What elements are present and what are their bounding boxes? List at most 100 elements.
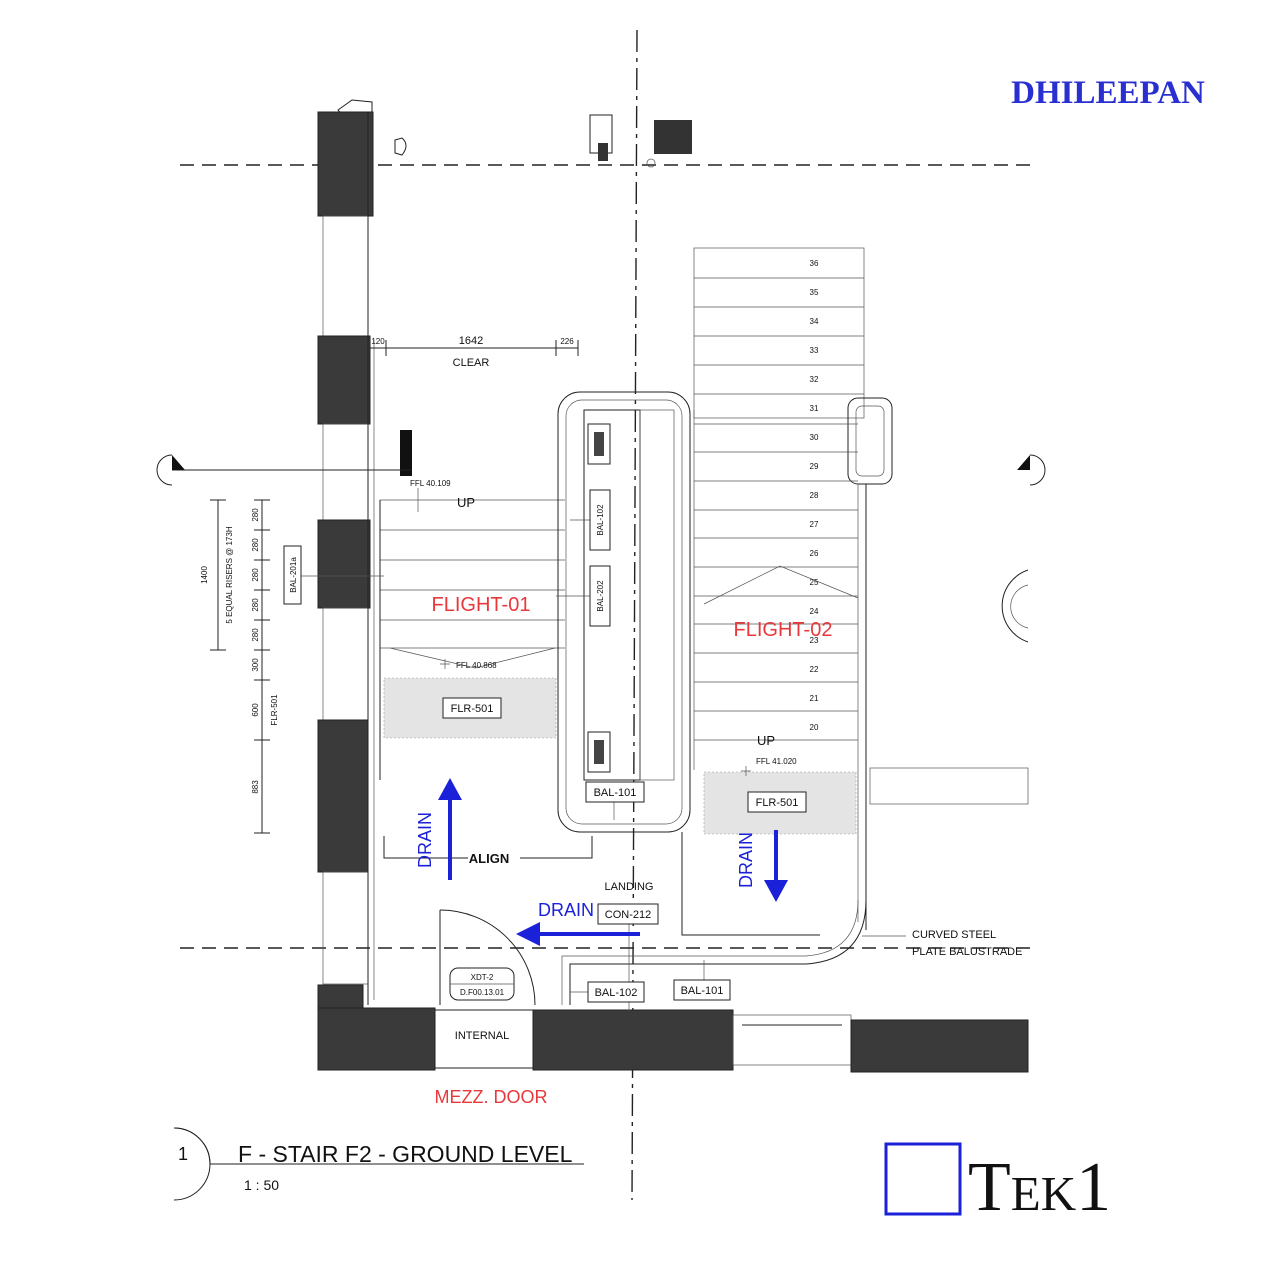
ffl-right-marker xyxy=(741,766,751,776)
ffl-mid-marker xyxy=(440,659,450,669)
dim-side-883: 883 xyxy=(251,780,260,794)
step-number: 25 xyxy=(810,578,819,587)
tag-box-bal-201a xyxy=(283,545,302,605)
left-window-1 xyxy=(322,215,369,337)
wall-light-fixture xyxy=(394,137,407,156)
core-post-bottom-frame xyxy=(587,731,611,773)
dim-top-left-label: 120 xyxy=(371,337,385,346)
column-arc-right xyxy=(1001,569,1029,643)
dim-riser-2: 280 xyxy=(251,538,260,552)
align-label: ALIGN xyxy=(469,851,509,866)
right-edge-slab xyxy=(869,767,1029,805)
dim-top-clear-label: CLEAR xyxy=(453,357,490,369)
step-number: 24 xyxy=(810,607,819,616)
flight-01-treads xyxy=(380,499,565,649)
upper-steps-outline xyxy=(693,247,865,419)
bottom-wall-segment-1 xyxy=(317,1007,436,1071)
step-number: 23 xyxy=(810,636,819,645)
section-bubble-right xyxy=(1029,454,1046,486)
step-number: 32 xyxy=(810,375,819,384)
dim-riser-3: 280 xyxy=(251,568,260,582)
dim-riser-1: 280 xyxy=(251,508,260,522)
mezz-door-label: MEZZ. DOOR xyxy=(435,1087,548,1107)
tag-con-212: CON-212 xyxy=(605,909,651,921)
left-wall-segment-1 xyxy=(317,111,374,217)
step-number: 26 xyxy=(810,549,819,558)
tag-bal-101-bottom: BAL-101 xyxy=(681,985,724,997)
tag-box-bal-102-bottom xyxy=(587,981,645,1003)
landing-edge-line xyxy=(681,832,820,936)
tag-bal-201a: BAL-201a xyxy=(289,557,298,593)
title-bubble-left xyxy=(173,1127,211,1201)
column-arc-right-inner xyxy=(1010,584,1029,629)
flight-01-label: FLIGHT-01 xyxy=(432,594,531,616)
tag-bal-101-mid: BAL-101 xyxy=(594,787,637,799)
section-arrow-left xyxy=(172,455,185,470)
up-label-2: UP xyxy=(757,733,775,748)
section-arrow-right xyxy=(1017,455,1030,470)
grid-line-vertical xyxy=(631,29,638,1201)
tag-bal-202: BAL-202 xyxy=(596,580,605,612)
bottom-wall-corner xyxy=(317,984,364,1011)
wall-column-marker xyxy=(400,430,412,476)
tag-box-bal-102-top xyxy=(589,489,611,551)
core-post-top-frame xyxy=(587,423,611,465)
core-post-bottom xyxy=(594,740,604,764)
tag-box-flr-501-left xyxy=(442,697,502,719)
logo-text: Tek1 xyxy=(968,1149,1111,1226)
drain-label-1: DRAIN xyxy=(415,812,435,868)
step-number: 27 xyxy=(810,520,819,529)
up-label-1: UP xyxy=(457,495,475,510)
left-window-2 xyxy=(322,423,369,521)
ffl-right-label: FFL 41.020 xyxy=(756,757,797,766)
tag-xdt-line2: D.F00.13.01 xyxy=(460,988,505,997)
drain-arrow-down-head xyxy=(764,880,788,902)
tag-flr-501-right: FLR-501 xyxy=(756,797,799,809)
right-balustrade-post-outer xyxy=(847,397,893,485)
dim-riser-total: 1400 xyxy=(200,566,209,584)
dim-side-300: 300 xyxy=(251,658,260,672)
tag-bal-102-top: BAL-102 xyxy=(596,504,605,536)
step-number: 35 xyxy=(810,288,819,297)
curved-steel-label-1: CURVED STEEL xyxy=(912,929,996,941)
grid-bubble xyxy=(646,158,656,168)
bottom-window xyxy=(732,1014,852,1066)
dim-left-ticks xyxy=(254,499,270,834)
flight-02-treads xyxy=(694,423,858,741)
step-number: 31 xyxy=(810,404,819,413)
step-number: 21 xyxy=(810,694,819,703)
title-scale: 1 : 50 xyxy=(244,1177,279,1193)
central-core-balustrade xyxy=(639,409,675,781)
step-number: 34 xyxy=(810,317,819,326)
dim-risers-note: 5 EQUAL RISERS @ 173H xyxy=(225,526,234,623)
curved-steel-label-2: PLATE BALUSTRADE xyxy=(912,946,1022,958)
tag-xdt-line1: XDT-2 xyxy=(471,973,494,982)
dim-top-right-label: 226 xyxy=(560,337,574,346)
tag-box-bal-101-bottom xyxy=(673,979,731,1001)
ffl-top-label: FFL 40.109 xyxy=(410,479,451,488)
tag-box-bal-202 xyxy=(589,565,611,627)
step-number: 36 xyxy=(810,259,819,268)
section-bubble-left xyxy=(156,454,173,486)
door-swing xyxy=(439,909,536,1006)
step-number: 29 xyxy=(810,462,819,471)
right-balustrade-post-inner xyxy=(855,405,885,477)
step-number: 33 xyxy=(810,346,819,355)
central-core-outer xyxy=(557,391,691,833)
bottom-wall-segment-2 xyxy=(532,1009,734,1071)
title-number: 1 xyxy=(178,1144,188,1164)
step-number: 20 xyxy=(810,723,819,732)
step-number: 28 xyxy=(810,491,819,500)
left-window-3 xyxy=(322,607,369,721)
tag-flr-501-left: FLR-501 xyxy=(451,703,494,715)
curved-balustrade-inner xyxy=(561,899,859,1005)
curved-balustrade-outer xyxy=(569,899,867,1005)
dim-riser-5: 280 xyxy=(251,628,260,642)
logo-square-icon xyxy=(884,1142,962,1216)
landing-label: LANDING xyxy=(605,881,654,893)
drain-arrow-left-head xyxy=(516,922,540,946)
author-label: DHILEEPAN xyxy=(1011,75,1205,111)
dim-top-clear-value: 1642 xyxy=(459,335,483,347)
central-core-inner xyxy=(565,399,683,825)
